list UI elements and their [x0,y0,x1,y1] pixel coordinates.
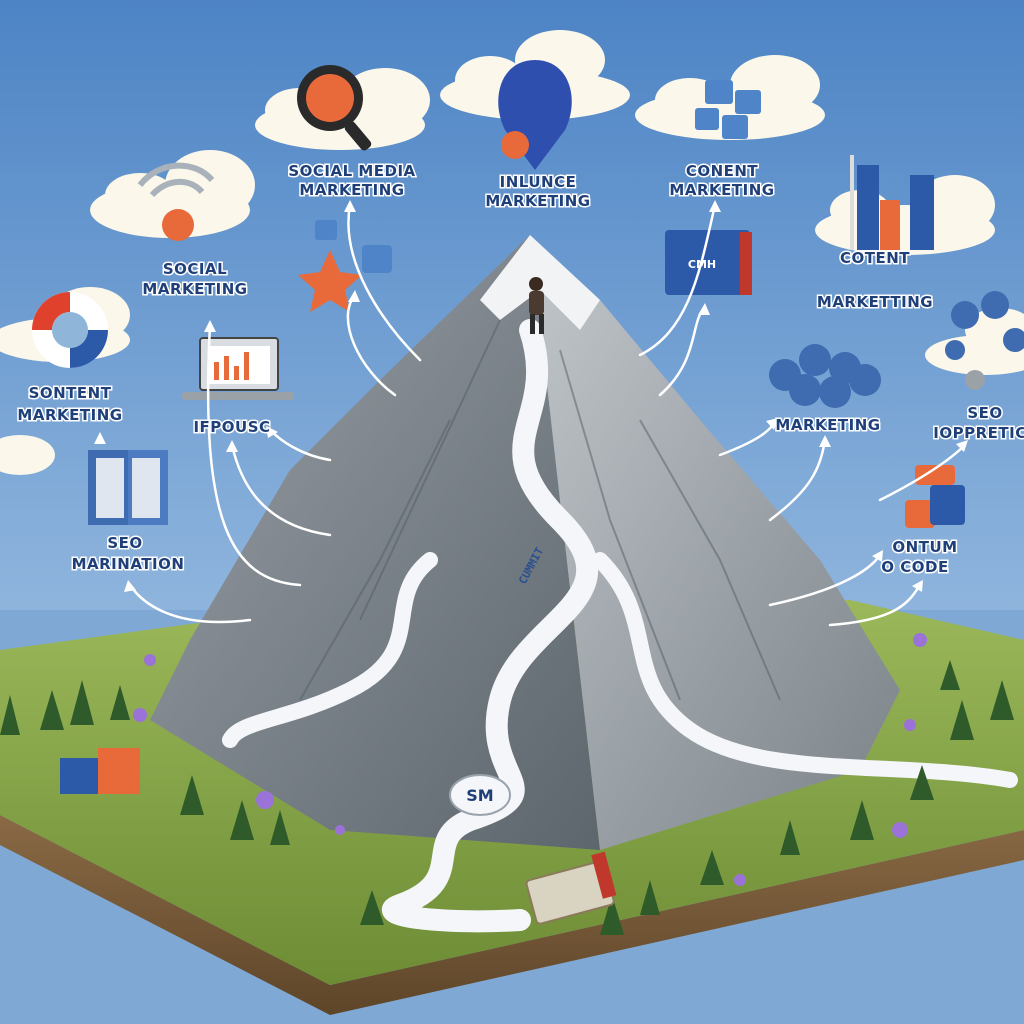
svg-text:CONENT: CONENT [686,162,759,180]
life-ring-icon [32,292,108,368]
label-ifpousc: IFPOUSC [193,418,270,436]
pine-trees [0,660,1014,935]
label-content-marketing-top: CONENT MARKETING [668,161,776,201]
bar-chart-icon [850,155,934,250]
mountain-ridges [299,319,781,701]
laptop-icon [182,337,294,400]
mountain-right-face [530,235,900,850]
arrow-heads [94,200,968,592]
label-sontent-marketing: SONTENT MARKETING [16,383,124,426]
svg-text:SEO: SEO [107,534,142,552]
svg-text:MARKETING: MARKETING [669,181,774,199]
svg-text:MARKETING: MARKETING [142,280,247,298]
label-content-marketing-right: COTENT MARKETTING [815,248,934,313]
svg-text:MARKETING: MARKETING [299,181,404,199]
road-branch-left [222,552,438,748]
svg-text:SOCIAL MEDIA: SOCIAL MEDIA [288,162,415,180]
svg-text:SOCIAL: SOCIAL [163,260,227,278]
label-influence-marketing: INLUNCE MARKETING [484,172,592,212]
island-soil [0,815,1024,1015]
block-prop [60,748,140,794]
svg-text:COTENT: COTENT [840,249,910,267]
cloud-left-top [90,150,255,238]
svg-text:SM: SM [466,786,493,805]
climber-figure [529,277,544,334]
svg-text:MARINATION: MARINATION [72,555,185,573]
label-social-marketing: SOCIAL MARKETING [141,259,249,300]
cubes-icon [695,80,761,139]
label-ontum-code: ONTUM O CODE [880,537,959,578]
label-seo-optimization: SEO IOPPRETIC [932,403,1024,444]
social-shapes-icon [298,220,392,312]
location-pin-icon [498,60,572,170]
svg-text:SEO: SEO [967,404,1002,422]
magnifier-icon [297,65,372,151]
road-sign-disc: SM [449,774,511,816]
cmh-book-icon: CMH [665,230,752,295]
label-seo-marination: SEO MARINATION [70,533,185,575]
wifi-icon [137,162,215,241]
label-marketing-right: MARKETING [775,416,880,434]
svg-text:O CODE: O CODE [881,558,948,576]
connector-arrows [128,203,967,627]
winding-road [382,319,598,933]
mountain-left-face [150,235,600,850]
purple-flowers [133,633,927,886]
open-book-icon [88,450,168,525]
svg-text:MARKETTING: MARKETTING [817,293,933,311]
svg-text:IOPPRETIC: IOPPRETIC [933,424,1024,442]
svg-text:MARKETING: MARKETING [485,192,590,210]
svg-text:SONTENT: SONTENT [29,384,112,402]
book-on-grass [525,851,617,925]
code-blocks-icon [905,465,965,528]
road-branch-right [592,552,1018,788]
label-social-media-marketing: SOCIAL MEDIA MARKETING [287,161,417,201]
gears-icon [945,291,1024,390]
svg-text:INLUNCE: INLUNCE [500,173,577,191]
blue-blocks-icon [769,344,881,408]
svg-text:MARKETING: MARKETING [17,406,122,424]
svg-text:ONTUM: ONTUM [892,538,957,556]
